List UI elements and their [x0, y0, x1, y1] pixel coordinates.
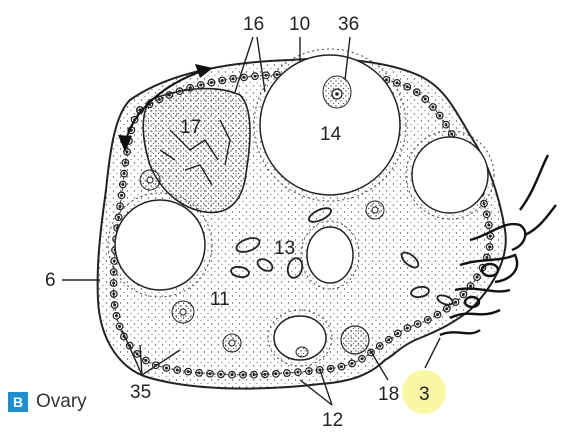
antral-follicle-center — [307, 227, 353, 283]
label-35: 35 — [130, 382, 151, 403]
figure-badge: B — [8, 392, 28, 412]
figure-caption: B Ovary — [8, 391, 87, 413]
label-13: 13 — [274, 238, 295, 259]
label-6: 6 — [45, 270, 56, 291]
label-14: 14 — [320, 124, 342, 145]
label-16: 16 — [243, 14, 264, 35]
label-3: 3 — [419, 384, 430, 405]
label-10: 10 — [289, 14, 310, 35]
label-17: 17 — [180, 117, 201, 138]
corpus-albicans — [341, 326, 369, 354]
label-18: 18 — [378, 384, 399, 405]
label-12: 12 — [322, 410, 343, 431]
caption-text: Ovary — [36, 391, 87, 413]
antral-follicle-left — [115, 200, 205, 290]
label-36: 36 — [338, 14, 359, 35]
antral-follicle-right — [412, 137, 488, 213]
label-11: 11 — [210, 289, 230, 310]
